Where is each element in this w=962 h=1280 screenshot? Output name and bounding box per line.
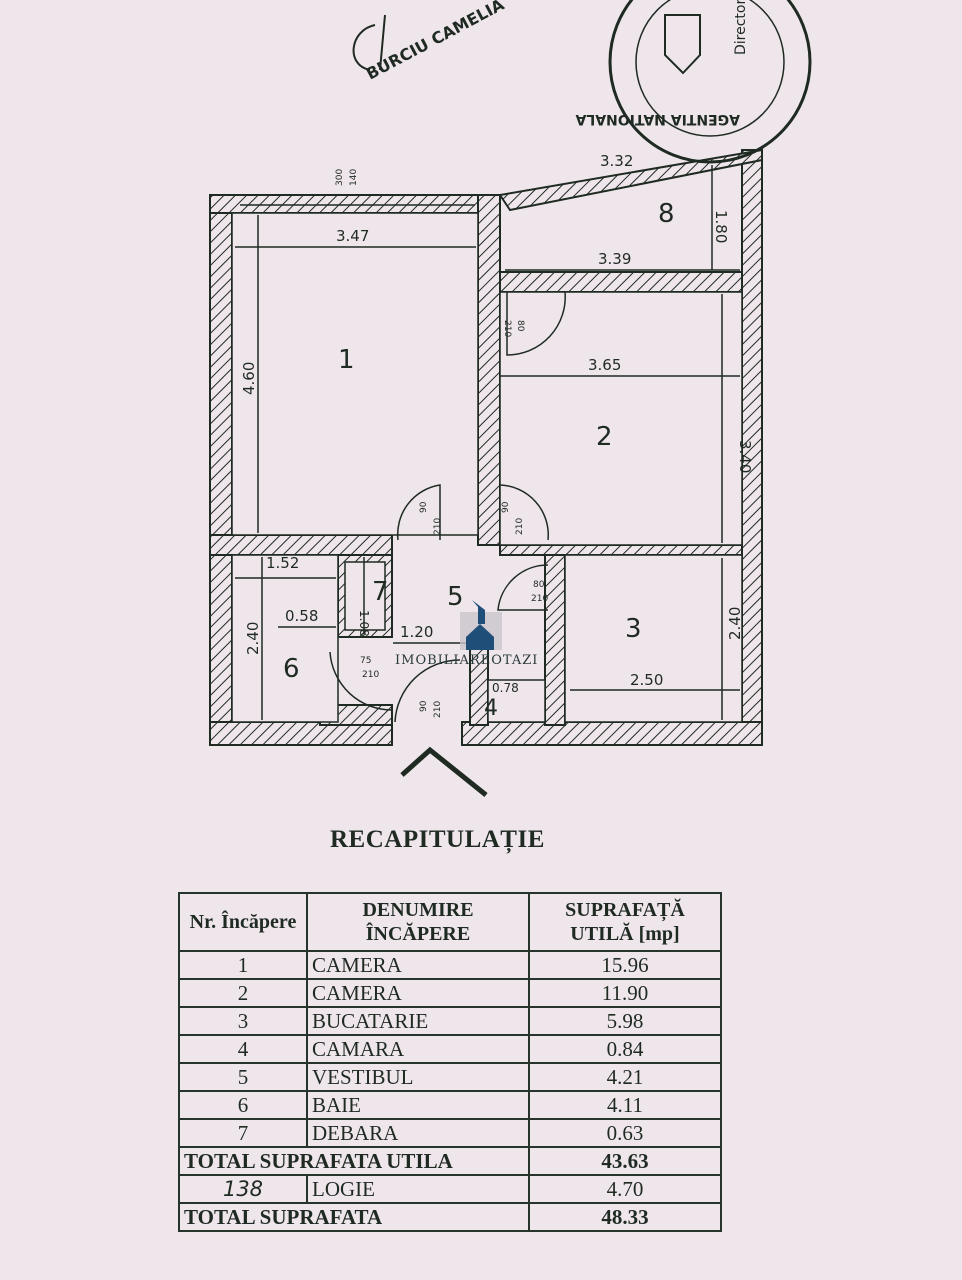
dim-r8-width: 3.39 xyxy=(598,250,631,268)
door-label: 210 xyxy=(362,670,379,680)
door-label: 90 xyxy=(419,501,429,513)
window-label-height: 140 xyxy=(349,169,359,186)
logia-parapet xyxy=(498,148,763,212)
total-util-value: 43.63 xyxy=(528,1146,722,1176)
total-label: TOTAL SUPRAFATA xyxy=(178,1202,530,1232)
dim-r3-width: 2.50 xyxy=(630,671,663,689)
room-area: 5.98 xyxy=(528,1006,722,1036)
room-name: BAIE xyxy=(306,1090,530,1120)
dim-r7-height: 1.08 xyxy=(357,610,371,637)
door-label: 210 xyxy=(515,518,525,535)
door-label: 210 xyxy=(502,320,512,337)
dim-r5-width: 1.20 xyxy=(400,623,433,641)
room-number: 4 xyxy=(178,1034,308,1064)
room-name: LOGIE xyxy=(306,1174,530,1204)
watermark-text: IMOBILIAREOTAZI xyxy=(395,653,538,668)
room-number: 1 xyxy=(178,950,308,980)
room-area: 0.84 xyxy=(528,1034,722,1064)
dim-r6-inner: 0.58 xyxy=(285,607,318,625)
dim-r6-width: 1.52 xyxy=(266,554,299,572)
room-area: 4.21 xyxy=(528,1062,722,1092)
room-number: 7 xyxy=(178,1118,308,1148)
dim-r4-width: 0.78 xyxy=(492,681,519,695)
door-swings xyxy=(329,291,566,723)
dim-r1-height: 4.60 xyxy=(240,362,258,395)
imobiliare-logo: IMOBILIAREOTAZI xyxy=(395,600,538,668)
room-number: 6 xyxy=(178,1090,308,1120)
room-number: 3 xyxy=(178,1006,308,1036)
header-room-number: Nr. Încăpere xyxy=(178,892,308,952)
floor-plan: 1 2 3 4 5 6 7 8 3.47 4.60 3.65 3.40 2.50… xyxy=(209,0,812,797)
room-3-label: 3 xyxy=(625,614,642,644)
room-number: 2 xyxy=(178,978,308,1008)
dim-r3-height: 2.40 xyxy=(726,607,744,640)
room-area: 0.63 xyxy=(528,1118,722,1148)
room-name: CAMERA xyxy=(306,978,530,1008)
room-1-label: 1 xyxy=(338,345,355,375)
room-4-label: 4 xyxy=(484,696,498,721)
total-value: 48.33 xyxy=(528,1202,722,1232)
room-name: VESTIBUL xyxy=(306,1062,530,1092)
room-name: CAMERA xyxy=(306,950,530,980)
room-7-label: 7 xyxy=(372,577,389,607)
signature: BURCIU CAMELIA xyxy=(352,0,508,84)
svg-text:BURCIU CAMELIA: BURCIU CAMELIA xyxy=(363,0,508,84)
room-name: CAMARA xyxy=(306,1034,530,1064)
room-6-label: 6 xyxy=(283,654,300,684)
header-room-name: DENUMIRE ÎNCĂPERE xyxy=(306,892,530,952)
svg-text:AGENTIA NATIONALA: AGENTIA NATIONALA xyxy=(575,111,740,127)
dim-r8-height: 1.80 xyxy=(712,210,730,243)
summary-title: RECAPITULAȚIE xyxy=(330,826,545,853)
room-area: 4.70 xyxy=(528,1174,722,1204)
door-label: 80 xyxy=(515,320,525,332)
dim-r8-top: 3.32 xyxy=(600,152,633,170)
dim-r2-width: 3.65 xyxy=(588,356,621,374)
door-label: 90 xyxy=(501,501,511,513)
summary-table: Nr. Încăpere DENUMIRE ÎNCĂPERE SUPRAFAȚĂ… xyxy=(178,892,722,1232)
room-number: 138 xyxy=(178,1174,308,1204)
door-labels: 80 210 90 210 90 210 80 210 75 210 90 21… xyxy=(360,320,548,718)
dim-r2-height: 3.40 xyxy=(736,440,754,473)
entrance-arrow-icon xyxy=(400,746,488,797)
door-label: 75 xyxy=(360,656,371,666)
door-label: 210 xyxy=(433,701,443,718)
room-area: 4.11 xyxy=(528,1090,722,1120)
dimension-lines xyxy=(235,165,740,720)
room-name: BUCATARIE xyxy=(306,1006,530,1036)
official-stamp: AGENTIA NATIONALA Director xyxy=(575,0,812,164)
room-2-label: 2 xyxy=(596,422,613,452)
total-util-label: TOTAL SUPRAFATA UTILA xyxy=(178,1146,530,1176)
room-name: DEBARA xyxy=(306,1118,530,1148)
dim-r1-width: 3.47 xyxy=(336,227,369,245)
room-area: 15.96 xyxy=(528,950,722,980)
room-5-label: 5 xyxy=(447,582,464,612)
room-8-label: 8 xyxy=(658,199,675,229)
door-label: 90 xyxy=(419,700,429,712)
header-area: SUPRAFAȚĂ UTILĂ [mp] xyxy=(528,892,722,952)
room-area: 11.90 xyxy=(528,978,722,1008)
window-label-width: 300 xyxy=(335,169,345,186)
door-label: 210 xyxy=(433,518,443,535)
room-number: 5 xyxy=(178,1062,308,1092)
dim-r6-height: 2.40 xyxy=(244,622,262,655)
door-label: 210 xyxy=(531,594,548,604)
door-label: 80 xyxy=(533,580,545,590)
walls xyxy=(209,149,763,746)
svg-text:Director: Director xyxy=(733,0,749,55)
